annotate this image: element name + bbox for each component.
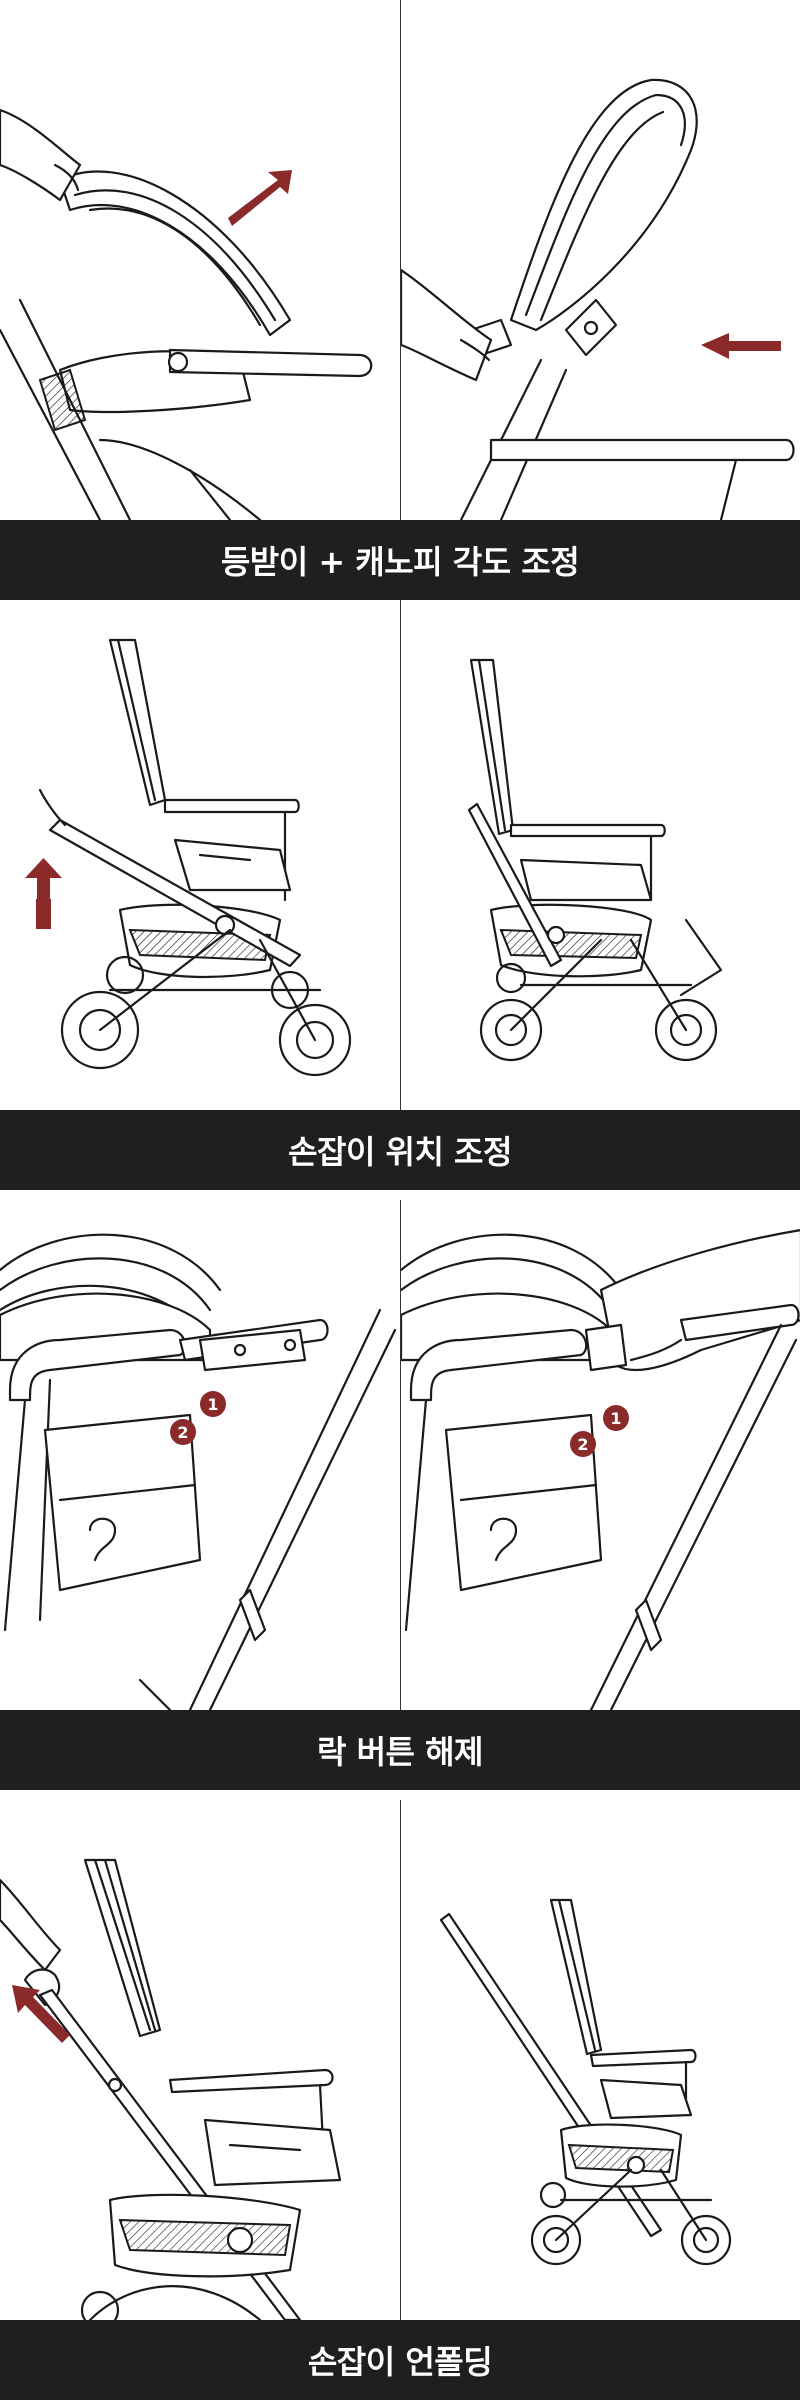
panel-divider	[400, 0, 401, 520]
illustration-handle-raise	[0, 600, 400, 1110]
panel-divider	[400, 600, 401, 1110]
panel-divider	[400, 1200, 401, 1710]
svg-text:1: 1	[610, 1409, 621, 1428]
illustration-handle-lowered	[401, 600, 800, 1110]
section-caption: 손잡이 위치 조정	[0, 1110, 800, 1190]
caption-text: 손잡이 언폴딩	[307, 2343, 493, 2381]
illustration-canopy-release	[401, 0, 800, 520]
lock-button-badge-2: 2	[570, 1431, 596, 1457]
caption-text: 락 버튼 해제	[317, 1733, 483, 1771]
svg-text:2: 2	[577, 1435, 588, 1454]
caption-text: 등받이 + 캐노피 각도 조정	[220, 543, 580, 581]
caption-text: 손잡이 위치 조정	[288, 1133, 512, 1171]
section-handle-unfold: 손잡이 언폴딩	[0, 1800, 800, 2400]
illustration-handle-pull	[0, 1800, 400, 2320]
direction-arrow-icon	[25, 858, 62, 929]
lock-button-badge-1: 1	[603, 1405, 629, 1431]
section-lock-release: 1 2 1	[0, 1200, 800, 1800]
illustration-lock-press: 1 2	[401, 1200, 800, 1710]
direction-arrow-icon	[228, 170, 292, 226]
panel-divider	[400, 1800, 401, 2320]
svg-text:1: 1	[207, 1395, 218, 1414]
section-backrest-canopy: 등받이 + 캐노피 각도 조정	[0, 0, 800, 600]
section-caption: 등받이 + 캐노피 각도 조정	[0, 520, 800, 600]
lock-button-badge-2: 2	[170, 1419, 196, 1445]
direction-arrow-icon	[701, 333, 781, 359]
direction-arrow-icon	[12, 1985, 70, 2043]
section-caption: 손잡이 언폴딩	[0, 2320, 800, 2400]
illustration-handle-unfolded	[401, 1800, 800, 2320]
section-caption: 락 버튼 해제	[0, 1710, 800, 1790]
illustration-backrest-push	[0, 0, 400, 520]
illustration-lock-buttons: 1 2	[0, 1200, 400, 1710]
svg-text:2: 2	[177, 1423, 188, 1442]
section-handle-position: 손잡이 위치 조정	[0, 600, 800, 1200]
lock-button-badge-1: 1	[200, 1391, 226, 1417]
